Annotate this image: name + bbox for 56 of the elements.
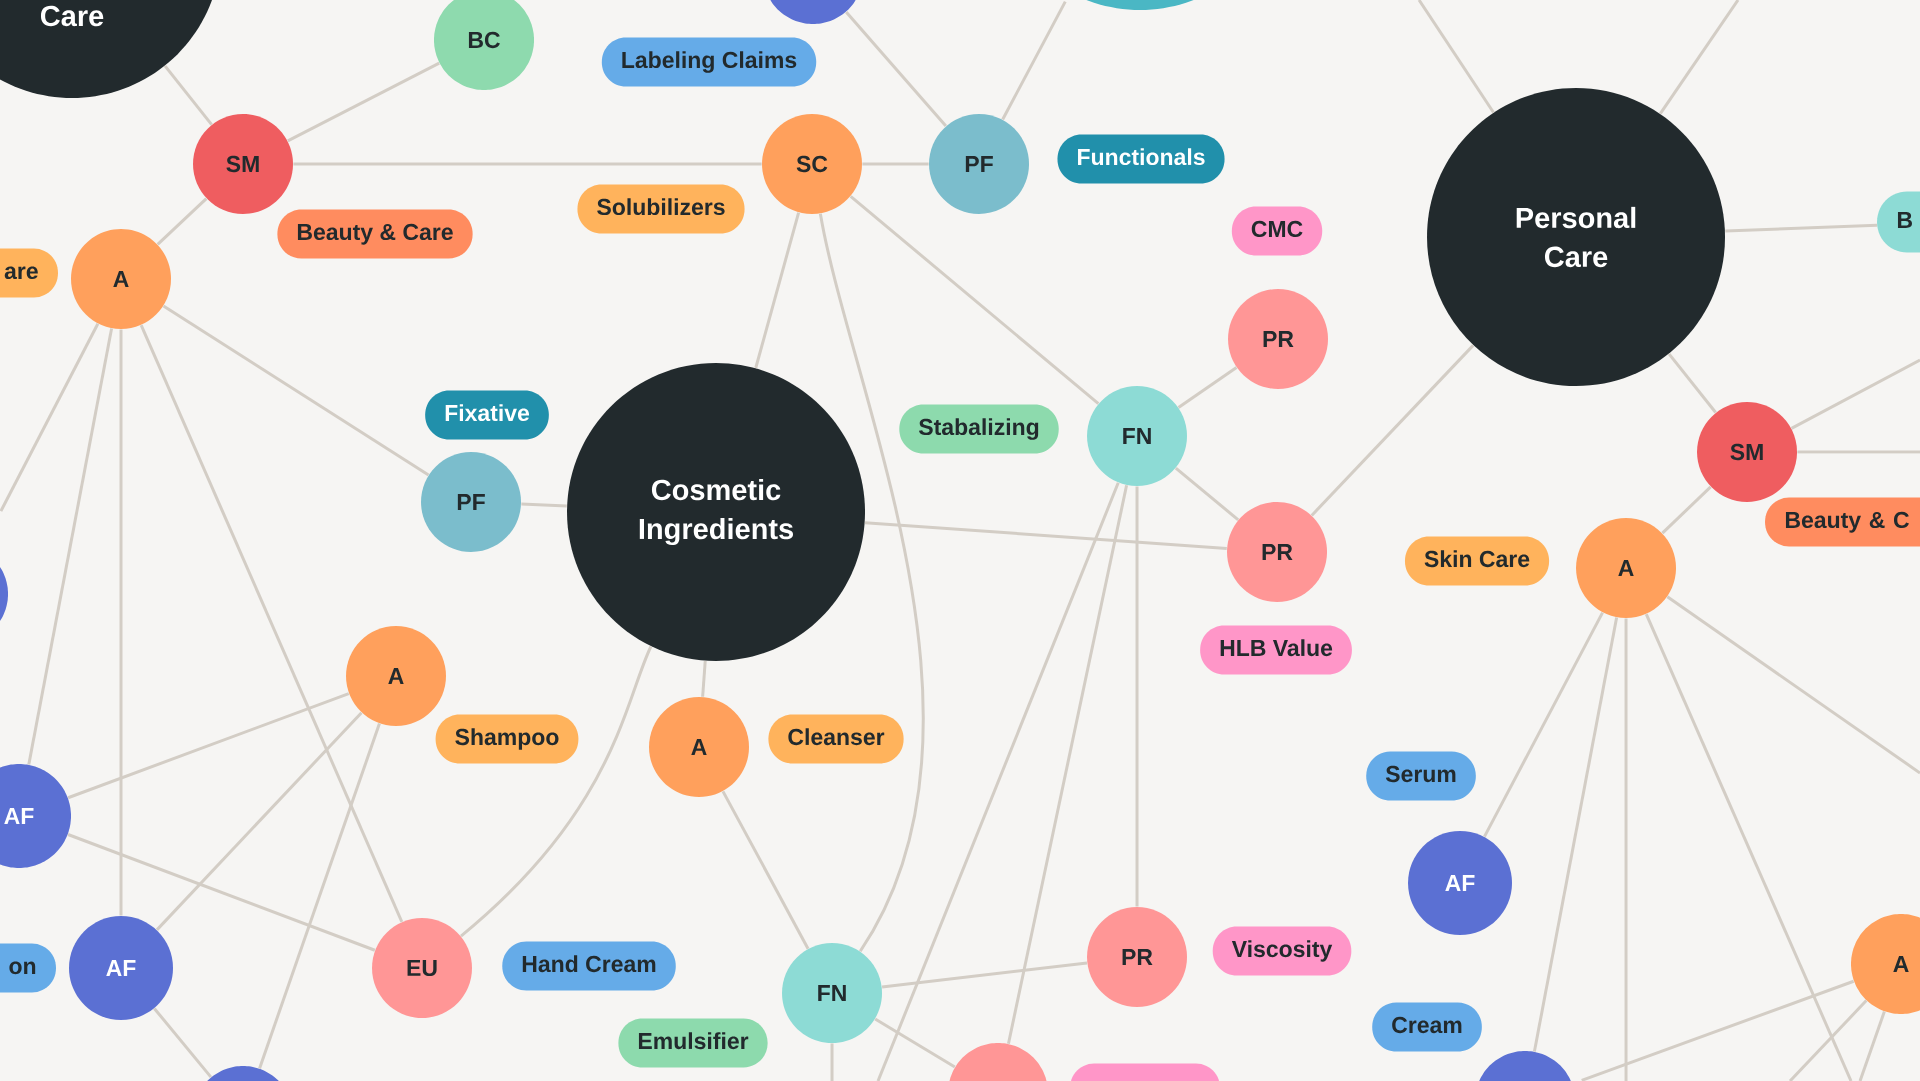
connector-line [721, 790, 810, 950]
connector-line [1725, 223, 1878, 233]
connector-line [1858, 1011, 1886, 1081]
connector-line [876, 482, 1120, 1081]
connector-line [845, 10, 947, 128]
connector-line [1007, 485, 1129, 1044]
connector-line [67, 833, 376, 952]
tag-pill: are [0, 248, 58, 298]
connector-line [874, 1017, 956, 1069]
connector-line [156, 197, 208, 246]
connector-line [460, 645, 653, 938]
tag-pill: Beauty & Care [277, 209, 473, 259]
tag-pill: B [1877, 191, 1920, 253]
connector-line [1624, 618, 1628, 1081]
connector-line [521, 502, 567, 508]
connector-line [1659, 0, 1740, 115]
connector-line [155, 711, 363, 931]
connector-line [1135, 486, 1139, 907]
connector-line [1788, 999, 1868, 1081]
tag-pill: CMC [1231, 206, 1323, 256]
connector-line [1310, 344, 1475, 517]
connector-line [0, 323, 100, 512]
connector-line [258, 723, 381, 1069]
connector-line [1581, 979, 1855, 1081]
connector-line [1532, 617, 1619, 1052]
connector-line [1174, 467, 1240, 521]
connector-line [830, 1043, 834, 1081]
connector-line [293, 162, 762, 166]
connector-line [119, 329, 123, 916]
connector-line [864, 521, 1227, 550]
connector-line [27, 328, 114, 765]
connector-line [1790, 358, 1920, 430]
connector-line [287, 61, 440, 143]
connector-line [139, 324, 404, 923]
connector-line [881, 961, 1088, 989]
connector-line [1417, 0, 1495, 114]
connector-line [1797, 450, 1920, 454]
connector-line [162, 304, 430, 477]
connector-line [1483, 611, 1604, 838]
tag-pill [1071, 1063, 1219, 1081]
connector-line [862, 162, 929, 166]
connector-line [754, 212, 801, 369]
connector-line [153, 1007, 213, 1079]
connector-line [1177, 366, 1238, 409]
connector-line [1661, 485, 1712, 535]
connector-line [818, 213, 925, 952]
connector-line [849, 195, 1100, 405]
connector-line [1666, 595, 1920, 775]
connector-line [163, 65, 213, 126]
connector-line [701, 660, 707, 697]
tag-pill: Labeling Claims [601, 37, 817, 87]
connector-line [1001, 0, 1067, 121]
connector-line [1644, 613, 1853, 1081]
connector-line [1667, 353, 1717, 414]
tag-pill: Beauty & C [1765, 497, 1920, 547]
connector-line [67, 692, 350, 800]
